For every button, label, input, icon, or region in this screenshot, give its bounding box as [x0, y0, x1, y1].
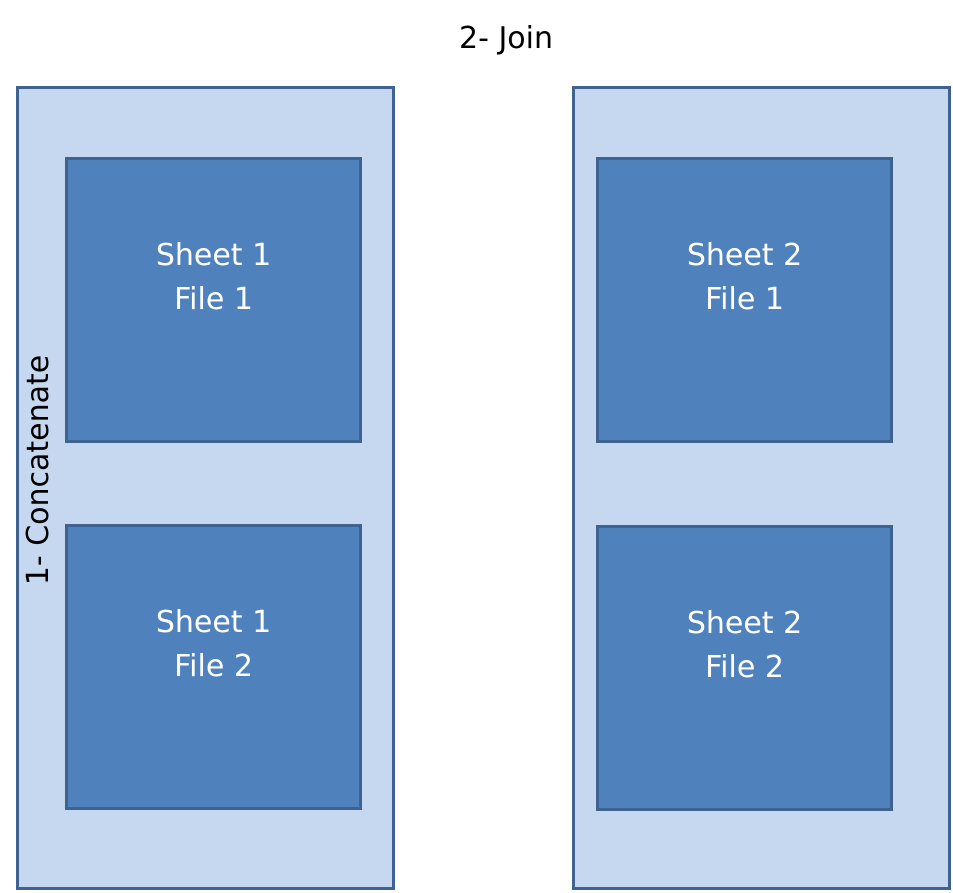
- sheet2-file1-box: Sheet 2 File 1: [596, 157, 893, 443]
- join-label: 2- Join: [459, 21, 553, 56]
- sheet1-file1-box: Sheet 1 File 1: [65, 157, 362, 443]
- concatenate-label: 1- Concatenate: [21, 354, 56, 586]
- file-label: File 1: [174, 282, 253, 317]
- sheet1-group: Sheet 1 File 1 Sheet 1 File 2: [16, 86, 395, 890]
- sheet1-file2-box: Sheet 1 File 2: [65, 524, 362, 810]
- sheet-label: Sheet 2: [686, 606, 803, 641]
- sheet-label: Sheet 1: [155, 605, 272, 640]
- file-label: File 2: [705, 650, 784, 685]
- sheet-label: Sheet 2: [686, 238, 803, 273]
- file-label: File 2: [174, 649, 253, 684]
- file-label: File 1: [705, 282, 784, 317]
- sheet-label: Sheet 1: [155, 238, 272, 273]
- sheet2-file2-box: Sheet 2 File 2: [596, 525, 893, 811]
- sheet2-group: Sheet 2 File 1 Sheet 2 File 2: [572, 86, 951, 890]
